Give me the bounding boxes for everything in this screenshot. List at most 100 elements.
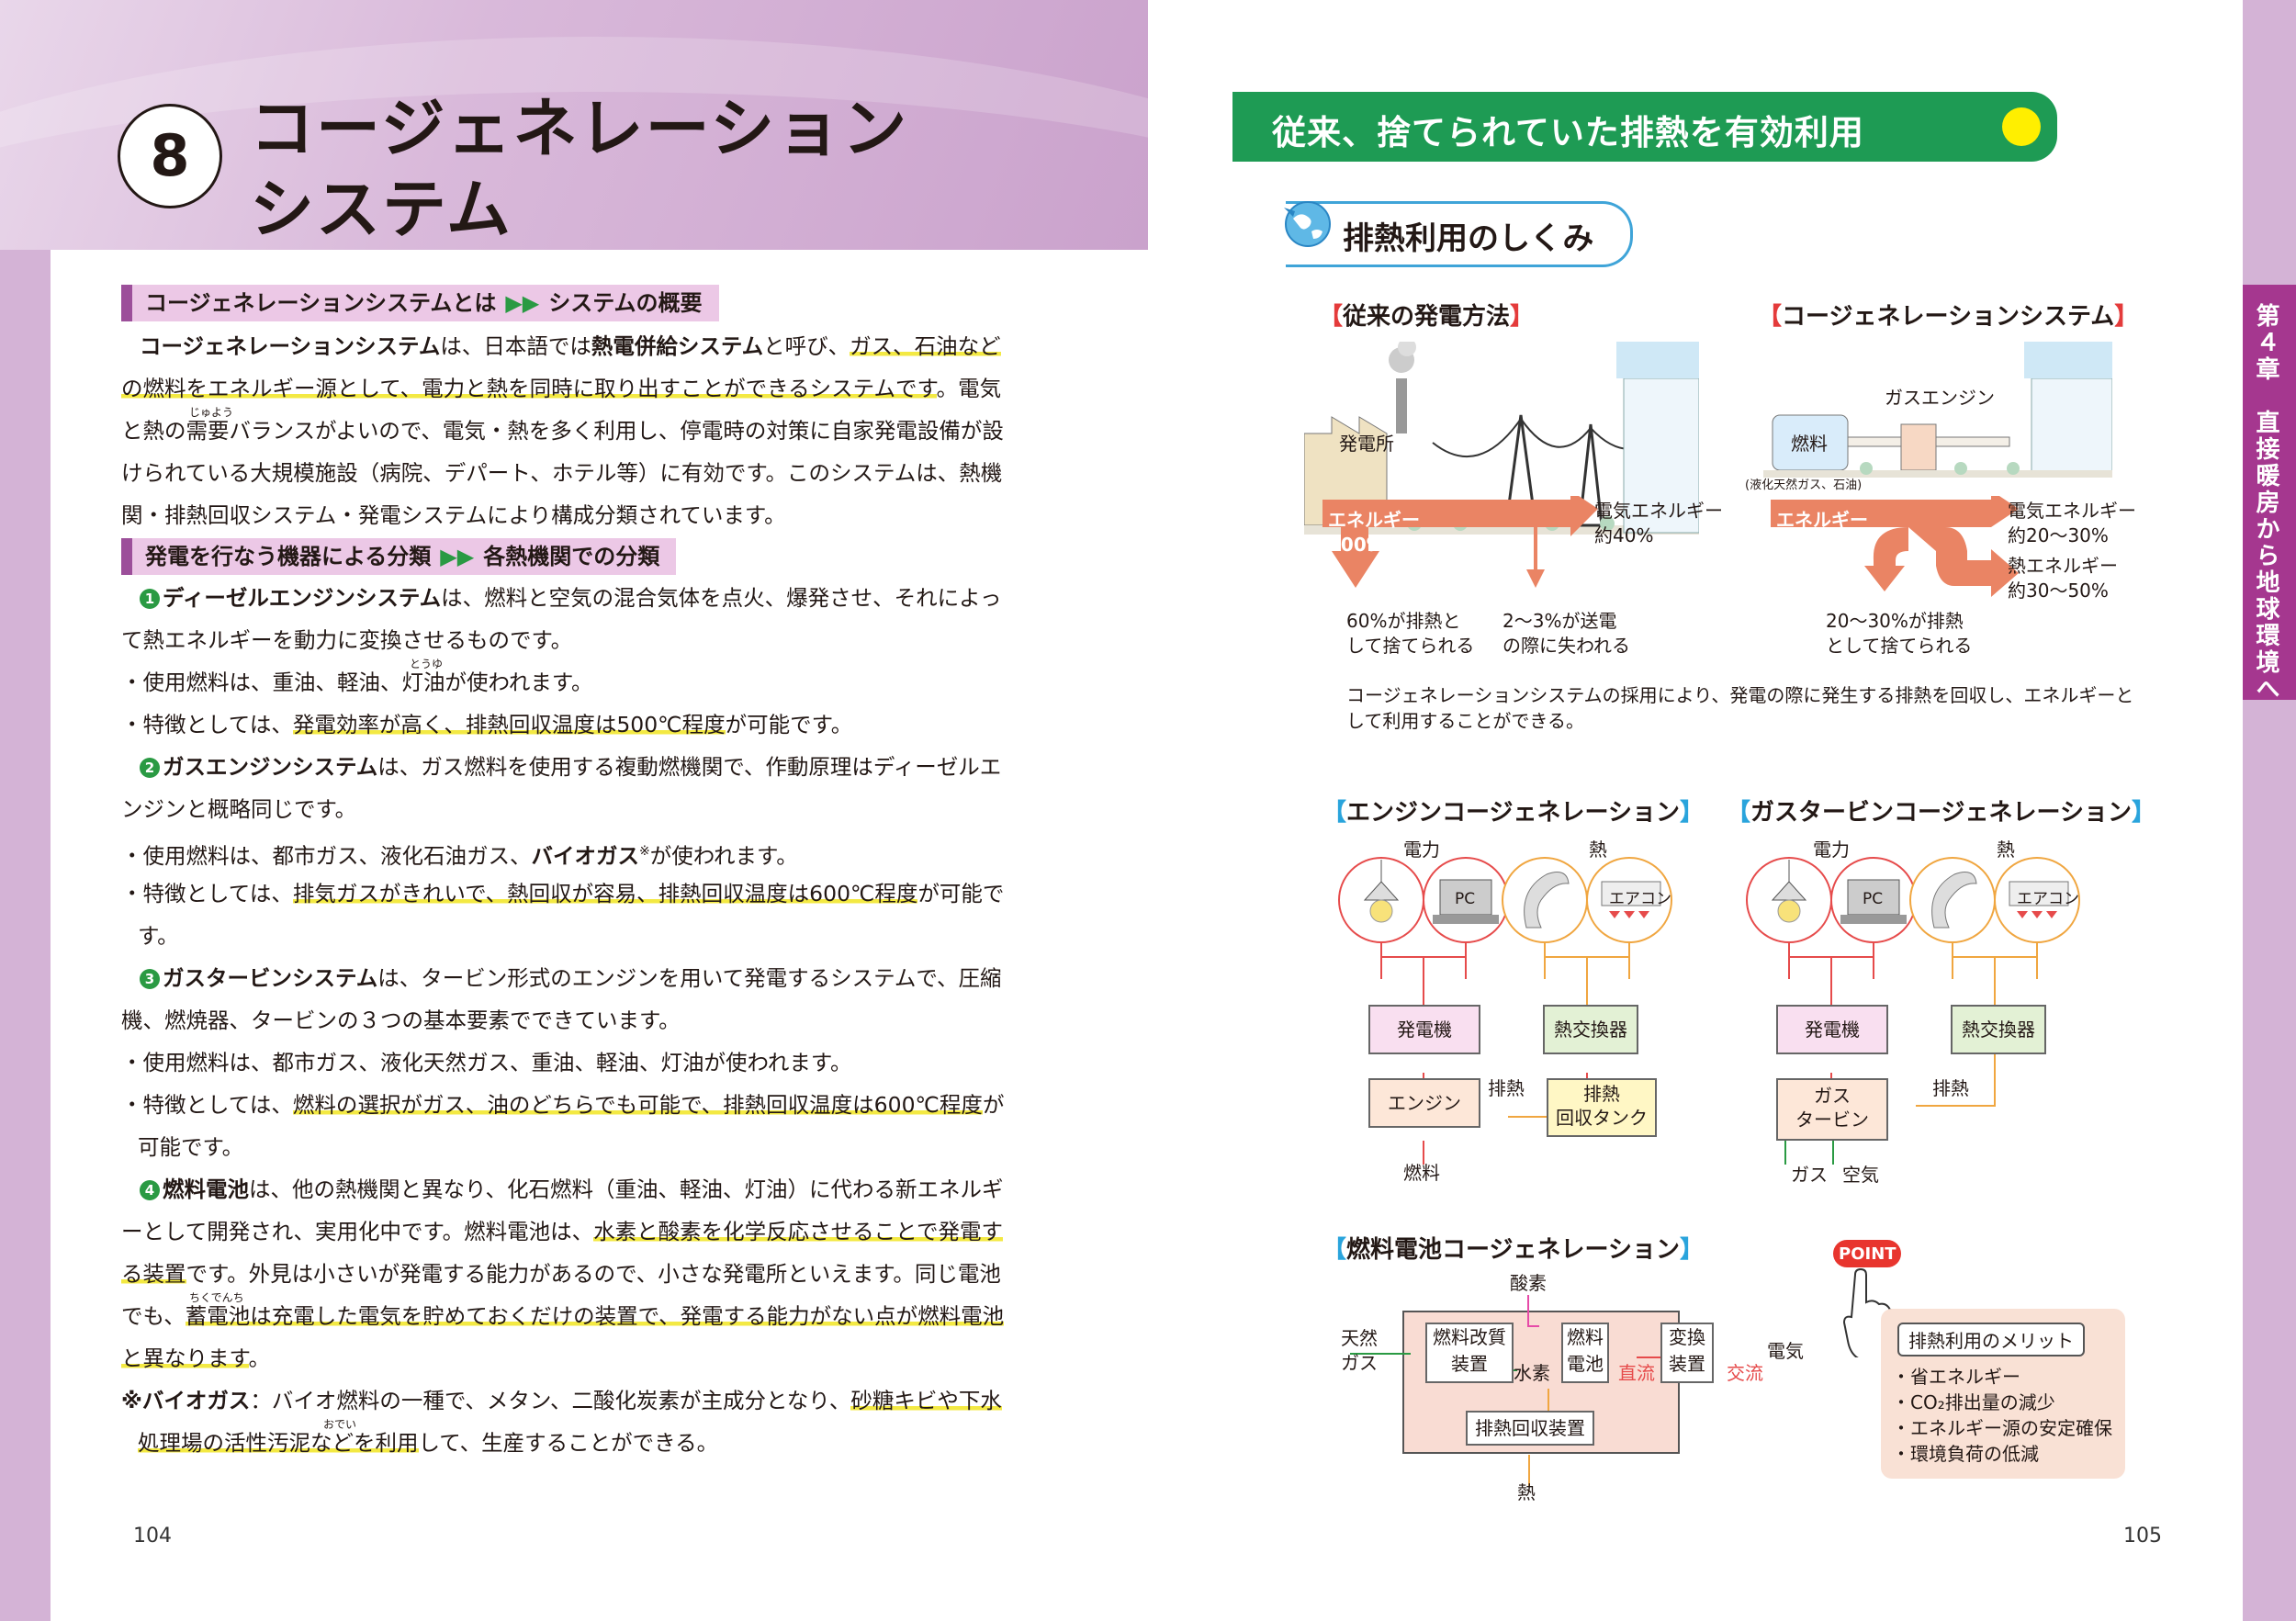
body-line: ーとして開発され、実用化中です。燃料電池は、水素と酸素を化学反応させることで発電… xyxy=(121,1219,1003,1244)
point-item: ・エネルギー源の安定確保 xyxy=(1892,1417,2112,1439)
page-title-line1: コージェネレーション xyxy=(250,91,909,166)
subheading-frame xyxy=(1286,201,1633,267)
energy-input-label: エネルギー 100% xyxy=(1328,509,1420,556)
chapter-tab xyxy=(2243,285,2296,700)
headline-text: 従来、捨てられていた排熱を有効利用 xyxy=(1272,113,1864,152)
section-title: コージェネレーションシステムとは xyxy=(145,290,497,316)
page-title-line2: システム xyxy=(250,172,512,247)
headline-banner xyxy=(1232,92,2057,162)
turbine-cogen-title: 【ガスタービンコージェネレーション】 xyxy=(1727,799,2155,827)
yellow-dot-icon xyxy=(2002,107,2041,146)
footnote-line: 処理場の活性汚泥などを利用して、生産することができる。 xyxy=(138,1430,719,1456)
ac-label: 交流 xyxy=(1727,1362,1763,1384)
body-line: の燃料をエネルギー源として、電力と熱を同時に取り出すことができるシステムです。電… xyxy=(121,376,1002,401)
heat-recovery-box: 排熱回収装置 xyxy=(1466,1411,1594,1446)
pc-label: PC xyxy=(1455,890,1476,908)
turbine-cogen-diagram xyxy=(1746,857,2080,1165)
cogeneration-title: 【コージェネレーションシステム】 xyxy=(1758,303,2139,331)
generator-box: 発電機 xyxy=(1368,1005,1480,1054)
summary-line: して利用することができる。 xyxy=(1346,710,1584,732)
point-badge-label: POINT xyxy=(1839,1244,1896,1264)
heat-output-label: 熱 xyxy=(1517,1481,1536,1503)
point-item: ・CO₂排出量の減少 xyxy=(1892,1391,2055,1413)
arrow-icon: ▶▶ xyxy=(440,544,475,569)
natural-gas-label: 天然 ガス xyxy=(1341,1327,1378,1374)
dc-label: 直流 xyxy=(1618,1362,1655,1384)
page-number-left: 104 xyxy=(133,1525,172,1548)
body-line: ・使用燃料は、重油、軽油、灯油が使われます。 xyxy=(121,670,593,695)
ruby-text: じゅよう xyxy=(189,406,234,419)
section-title: 発電を行なう機器による分類 xyxy=(145,544,432,569)
electric-energy-label: 電気エネルギー 約20～30% xyxy=(2008,500,2136,546)
body-line: でも、蓄電池は充電した電気を貯めておくだけの装置で、発電する能力がない点が燃料電… xyxy=(121,1303,1005,1329)
heat-recovery-tank-box: 排熱 回収タンク xyxy=(1547,1078,1657,1137)
arrow-icon: ▶▶ xyxy=(505,290,540,316)
body-line: ・特徴としては、排気ガスがきれいで、熱回収が容易、排熱回収温度は600℃程度が可… xyxy=(121,881,1005,906)
fuel-tank-label: 燃料 xyxy=(1791,433,1828,455)
body-line: 可能です。 xyxy=(138,1134,244,1160)
engine-cogen-title: 【エンジンコージェネレーション】 xyxy=(1322,799,1704,827)
conventional-title: 【従来の発電方法】 xyxy=(1319,303,1535,331)
air-label: 空気 xyxy=(1842,1164,1879,1186)
right-page-border xyxy=(2243,0,2296,1621)
item-number-badge: 3 xyxy=(140,969,160,989)
fuel-reformer-box: 燃料改質 装置 xyxy=(1425,1323,1514,1383)
heat-exchanger-box: 熱交換器 xyxy=(1951,1005,2046,1054)
fuel-note: (液化天然ガス、石油) xyxy=(1745,478,1863,492)
ruby-text: とうゆ xyxy=(410,658,444,670)
cogeneration-diagram xyxy=(1763,342,2112,478)
item-number-badge: 1 xyxy=(140,589,160,609)
point-item: ・省エネルギー xyxy=(1892,1366,2020,1388)
power-label: 電力 xyxy=(1813,839,1850,861)
electric-energy-label: 電気エネルギー 約40% xyxy=(1594,500,1723,546)
body-line: けられている大規模施設（病院、デパート、ホテル等）に有効です。このシステムは、熱… xyxy=(121,460,1003,486)
transmission-loss-label: 2～3%が送電 の際に失われる xyxy=(1503,610,1630,657)
plant-label: 発電所 xyxy=(1339,433,1394,455)
conventional-energy-arrow xyxy=(1322,496,1598,588)
hydrogen-label: 水素 xyxy=(1514,1362,1550,1384)
power-label: 電力 xyxy=(1403,839,1440,861)
section-heading-classification: 発電を行なう機器による分類 ▶▶ 各熱機関での分類 xyxy=(121,538,677,575)
page-number-right: 105 xyxy=(2123,1525,2162,1548)
body-line: す。 xyxy=(138,923,179,949)
oxygen-label: 酸素 xyxy=(1510,1272,1547,1294)
body-line: 関・排熱回収システム・発電システムにより構成分類されています。 xyxy=(121,502,786,528)
fuel-label: 燃料 xyxy=(1403,1162,1440,1184)
waste-heat-label: 20～30%が排熱 として捨てられる xyxy=(1826,610,1973,657)
inverter-box: 変換 装置 xyxy=(1660,1323,1714,1383)
section-subtitle: 各熱機関での分類 xyxy=(483,544,660,569)
heat-label: 熱 xyxy=(1589,839,1607,861)
gas-turbine-box: ガス タービン xyxy=(1776,1078,1888,1141)
body-line: て熱エネルギーを動力に変換させるものです。 xyxy=(121,627,573,653)
cogeneration-energy-arrow xyxy=(1771,496,2019,597)
exhaust-label: 排熱 xyxy=(1932,1077,1969,1099)
fuel-cell-box: 燃料 電池 xyxy=(1561,1323,1609,1383)
summary-line: コージェネレーションシステムの採用により、発電の際に発生する排熱を回収し、エネル… xyxy=(1346,684,2134,706)
subheading-text: 排熱利用のしくみ xyxy=(1343,220,1594,257)
energy-input-label: エネルギー 100% xyxy=(1776,509,1868,556)
heat-energy-label: 熱エネルギー 約30～50% xyxy=(2008,555,2118,602)
globe-icon xyxy=(1284,201,1331,247)
body-line: ・使用燃料は、都市ガス、液化天然ガス、重油、軽油、灯油が使われます。 xyxy=(121,1050,852,1075)
heat-label: 熱 xyxy=(1997,839,2015,861)
generator-box: 発電機 xyxy=(1776,1005,1888,1054)
heat-exchanger-box: 熱交換器 xyxy=(1543,1005,1638,1054)
electricity-label: 電気 xyxy=(1767,1340,1804,1362)
waste-heat-label: 60%が排熱と して捨てられる xyxy=(1346,610,1475,657)
engine-cogen-diagram xyxy=(1338,857,1672,1165)
section-heading-overview: コージェネレーションシステムとは▶▶システムの概要 xyxy=(121,285,719,321)
ruby-text: ちくでんち xyxy=(189,1291,244,1304)
chapter-tab-label: 第４章 直接暖房から地球環境へ xyxy=(2252,303,2279,703)
gas-engine-label: ガスエンジン xyxy=(1885,387,1995,409)
aircon-label: エアコン xyxy=(1609,890,1671,908)
point-title: 排熱利用のメリット xyxy=(1897,1323,2085,1356)
gas-label: ガス xyxy=(1791,1164,1828,1186)
fuel-cell-diagram xyxy=(1350,1295,1680,1486)
pc-label: PC xyxy=(1863,890,1884,908)
body-line: と熱の需要バランスがよいので、電気・熱を多く利用し、停電時の対策に自家発電設備が… xyxy=(121,418,1004,444)
exhaust-label: 排熱 xyxy=(1488,1077,1525,1099)
fuel-cell-title: 【燃料電池コージェネレーション】 xyxy=(1322,1236,1704,1264)
body-line: と異なります。 xyxy=(121,1345,271,1371)
